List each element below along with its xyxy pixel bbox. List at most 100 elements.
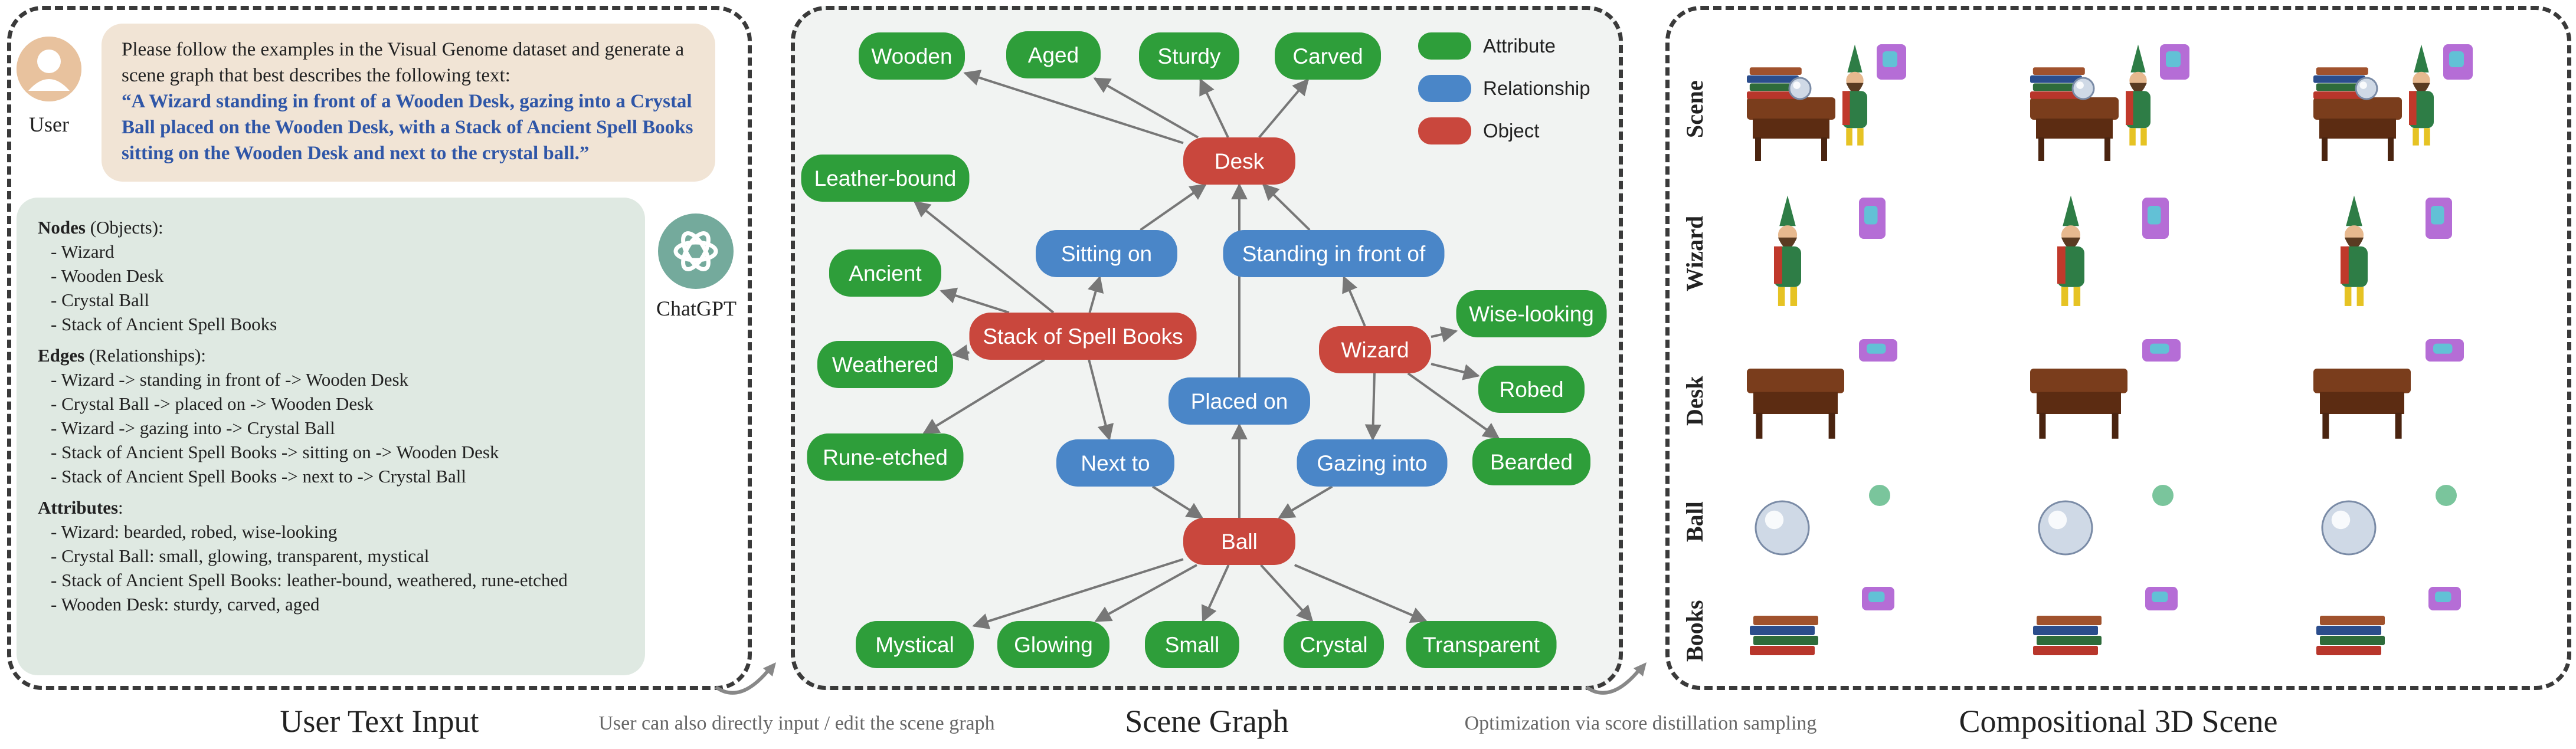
attribute-node-label: Transparent (1423, 633, 1540, 657)
attribute-node-shape (1456, 290, 1607, 337)
attribute-node-shape (1006, 31, 1101, 78)
edge-item: - Stack of Ancient Spell Books -> sittin… (51, 442, 499, 462)
graph-edge-stack-to-ancient (940, 287, 1010, 314)
attribute-node-label: Weathered (832, 353, 938, 377)
graph-edge-wizard-to-wise (1431, 326, 1458, 343)
attributes-heading: Attributes (38, 497, 119, 518)
attributes-suffix: : (118, 497, 123, 518)
relationship-node-label: Next to (1081, 451, 1150, 475)
graph-node-sturdy[interactable]: Sturdy (1139, 32, 1239, 80)
curved-arrow-right (1585, 662, 1647, 695)
books-render-1 (1750, 587, 1894, 655)
attribute-node-shape (1145, 621, 1239, 668)
node-item: - Wooden Desk (51, 265, 164, 286)
relationship-node-shape (1168, 377, 1310, 425)
row-label-ball: Ball (1681, 501, 1708, 543)
graph-edge-desk-to-wooden (963, 70, 1184, 144)
attribute-item: - Stack of Ancient Spell Books: leather-… (51, 570, 568, 590)
graph-node-desk[interactable]: Desk (1183, 137, 1295, 185)
attribute-node-shape (801, 155, 970, 202)
attribute-node-shape (829, 249, 941, 297)
graph-node-next_to[interactable]: Next to (1056, 439, 1174, 487)
graph-edge-stack-to-sitting_on (1088, 275, 1104, 313)
attribute-item: - Wizard: bearded, robed, wise-looking (51, 521, 338, 542)
graph-node-standing[interactable]: Standing in front of (1223, 230, 1445, 277)
node-item: - Stack of Ancient Spell Books (51, 314, 277, 334)
user-avatar (17, 37, 81, 101)
relationship-node-shape (1297, 439, 1448, 487)
graph-node-small[interactable]: Small (1145, 621, 1239, 668)
attribute-node-label: Rune-etched (823, 445, 948, 469)
graph-node-ancient[interactable]: Ancient (829, 249, 941, 297)
desk-render-3 (2313, 339, 2464, 439)
graph-node-gazing[interactable]: Gazing into (1297, 439, 1448, 487)
row-label-desk: Desk (1681, 376, 1708, 426)
desk-render-2 (2030, 339, 2181, 439)
edge-item: - Wizard -> standing in front of -> Wood… (51, 369, 409, 390)
curved-arrow-left (715, 662, 776, 695)
graph-node-ball[interactable]: Ball (1183, 518, 1295, 565)
graph-node-wizard[interactable]: Wizard (1319, 326, 1431, 373)
graph-node-wise[interactable]: Wise-looking (1456, 290, 1607, 337)
request-text: Please follow the examples in the Visual… (122, 39, 685, 86)
graph-edge-ball-to-crystal (1260, 564, 1314, 623)
graph-edge-ball-to-transparent (1294, 564, 1428, 623)
scene-render-3 (2313, 44, 2473, 161)
scene-graph-panel (791, 6, 1623, 690)
graph-edge-stack-to-next_to (1088, 359, 1114, 441)
graph-node-weathered[interactable]: Weathered (817, 341, 953, 388)
graph-node-sitting_on[interactable]: Sitting on (1036, 230, 1177, 277)
attribute-node-shape (856, 621, 974, 668)
graph-node-crystal[interactable]: Crystal (1284, 621, 1384, 668)
attribute-node-shape (1472, 438, 1590, 485)
nodes-suffix: (Objects): (85, 217, 163, 238)
graph-edge-stack-to-weathered (951, 344, 970, 361)
edge-item: - Stack of Ancient Spell Books -> next t… (51, 466, 466, 487)
edges-section: Edges (Relationships): (38, 343, 624, 367)
graph-edge-wizard-to-standing (1342, 275, 1366, 327)
legend-label-relationship: Relationship (1483, 77, 1590, 99)
caption-compositional-3d-scene: Compositional 3D Scene (1959, 704, 2278, 739)
graph-node-carved[interactable]: Carved (1275, 32, 1381, 80)
graph-node-bearded[interactable]: Bearded (1472, 438, 1590, 485)
graph-node-placed_on[interactable]: Placed on (1168, 377, 1310, 425)
graph-edge-wizard-to-bearded (1407, 372, 1500, 439)
legend-swatch-object (1418, 117, 1471, 144)
attribute-node-label: Wise-looking (1469, 302, 1594, 326)
nodes-heading: Nodes (38, 217, 86, 238)
graph-node-wooden[interactable]: Wooden (859, 32, 965, 80)
attribute-node-label: Leather-bound (814, 166, 957, 190)
relationship-node-label: Gazing into (1317, 451, 1427, 475)
graph-node-mystical[interactable]: Mystical (856, 621, 974, 668)
graph-edge-ball-to-glowing (1094, 564, 1197, 622)
graph-node-robed[interactable]: Robed (1478, 366, 1585, 413)
node-item: - Wizard (51, 241, 114, 262)
graph-node-rune[interactable]: Rune-etched (807, 433, 964, 481)
graph-edge-wizard-to-gazing (1364, 373, 1382, 441)
graph-node-leather[interactable]: Leather-bound (801, 155, 970, 202)
books-render-2 (2033, 587, 2178, 655)
object-node-shape (969, 313, 1197, 360)
wizard-render-2 (2057, 195, 2169, 306)
render-grid (1711, 15, 2561, 681)
graph-node-stack[interactable]: Stack of Spell Books (969, 313, 1197, 360)
object-node-label: Desk (1215, 149, 1265, 173)
graph-edge-stack-to-leather (913, 201, 1055, 314)
legend-swatch-relationship (1418, 75, 1471, 102)
chatgpt-logo (658, 213, 734, 289)
graph-edge-gazing-to-ball (1278, 485, 1333, 519)
graph-node-transparent[interactable]: Transparent (1406, 621, 1557, 668)
graph-edge-wizard-to-robed (1431, 363, 1480, 380)
row-label-books: Books (1681, 600, 1708, 662)
wizard-render-1 (1774, 195, 1886, 306)
attribute-node-label: Wooden (871, 44, 952, 68)
graph-node-glowing[interactable]: Glowing (997, 621, 1109, 668)
attribute-node-label: Glowing (1014, 633, 1093, 657)
legend-label-object: Object (1483, 120, 1539, 142)
compositional-3d-scene-panel (1665, 6, 2571, 690)
object-node-shape (1183, 518, 1295, 565)
chatgpt-icon (658, 213, 734, 289)
attribute-node-shape (807, 433, 964, 481)
graph-node-aged[interactable]: Aged (1006, 31, 1101, 78)
graph-edge-desk-to-aged (1093, 77, 1199, 139)
